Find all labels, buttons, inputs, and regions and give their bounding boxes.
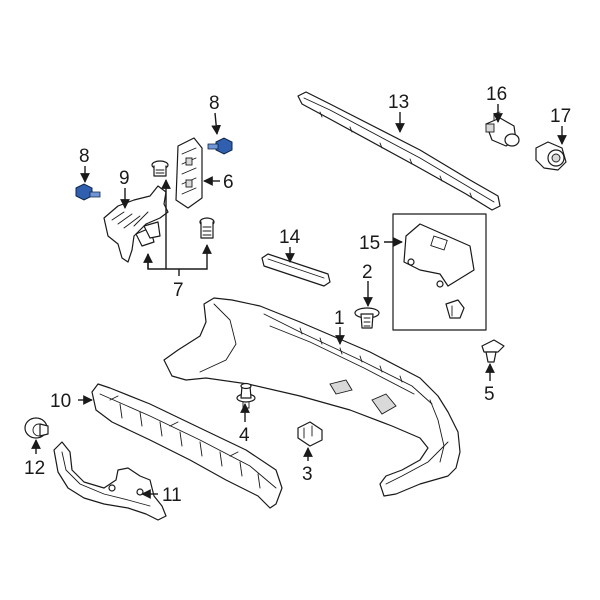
callout-5: 5: [484, 384, 495, 405]
part-7-stud-right[interactable]: [199, 217, 215, 239]
part-5-clip[interactable]: [481, 339, 505, 363]
callout-11: 11: [162, 485, 182, 506]
part-16-park-sensor[interactable]: [485, 111, 520, 147]
part-17-sensor-retainer[interactable]: [535, 141, 567, 171]
part-12-plug[interactable]: [24, 417, 49, 439]
part-8-bolt-right[interactable]: [207, 137, 233, 155]
callout-8-right: 8: [209, 93, 220, 114]
callout-1: 1: [334, 308, 345, 329]
callout-lines: [31, 104, 567, 499]
part-4-push-pin[interactable]: [236, 382, 256, 409]
part-8-bolt-left[interactable]: [75, 183, 101, 201]
part-1-bumper-cover[interactable]: [163, 297, 461, 497]
part-10-reinforcement[interactable]: [91, 383, 283, 509]
part-2-push-clip[interactable]: [354, 307, 380, 329]
callout-15: 15: [359, 233, 380, 254]
part-15-bracket-inset[interactable]: [392, 213, 487, 331]
callout-6: 6: [223, 172, 234, 193]
callout-17: 17: [550, 106, 571, 127]
callout-13: 13: [388, 92, 409, 113]
callout-2: 2: [362, 262, 373, 283]
callout-7: 7: [173, 280, 184, 301]
part-6-side-bracket[interactable]: [175, 137, 203, 209]
callout-4: 4: [239, 425, 250, 446]
callout-3: 3: [302, 464, 313, 485]
callout-numbers: 13 16 17 8 8 9 6 14 15 2 1 7 5 10 4 3 12…: [24, 84, 571, 506]
part-9-bracket[interactable]: [103, 185, 169, 263]
part-3-clip-nut[interactable]: [297, 421, 323, 447]
part-13-trim-strip[interactable]: [297, 91, 501, 211]
callout-12: 12: [24, 458, 45, 479]
part-14-reflector[interactable]: [261, 253, 331, 287]
callout-9: 9: [119, 168, 130, 189]
part-7-stud-left[interactable]: [151, 160, 169, 177]
callout-16: 16: [486, 84, 507, 105]
callout-14: 14: [279, 227, 301, 248]
callout-10: 10: [50, 391, 71, 412]
part-11-lower-bracket[interactable]: [53, 441, 167, 521]
callout-8-left: 8: [79, 146, 90, 167]
